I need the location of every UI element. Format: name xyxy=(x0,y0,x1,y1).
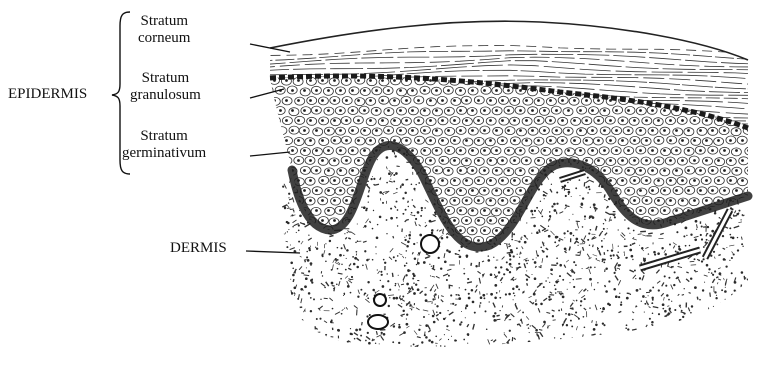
dermis-label: DERMIS xyxy=(170,240,227,257)
stratum-corneum-label-line1: Stratum xyxy=(138,13,190,30)
stratum-corneum-label-line2: corneum xyxy=(138,30,190,47)
stratum-germinativum-label-line1: Stratum xyxy=(122,128,206,145)
stratum-granulosum-label-line2: granulosum xyxy=(130,87,201,104)
granulosum-leader-line xyxy=(250,89,284,98)
stratum-granulosum-label-line1: Stratum xyxy=(130,70,201,87)
germinativum-leader-line xyxy=(250,152,290,156)
stratum-granulosum-label: Stratum granulosum xyxy=(130,70,201,104)
epidermis-label: EPIDERMIS xyxy=(8,86,87,103)
stratum-corneum-label: Stratum corneum xyxy=(138,13,190,47)
dermis-leader-line xyxy=(246,251,300,253)
stratum-germinativum-label: Stratum germinativum xyxy=(122,128,206,162)
stratum-germinativum-label-line2: germinativum xyxy=(122,145,206,162)
stratum-corneum-layer xyxy=(260,46,760,145)
